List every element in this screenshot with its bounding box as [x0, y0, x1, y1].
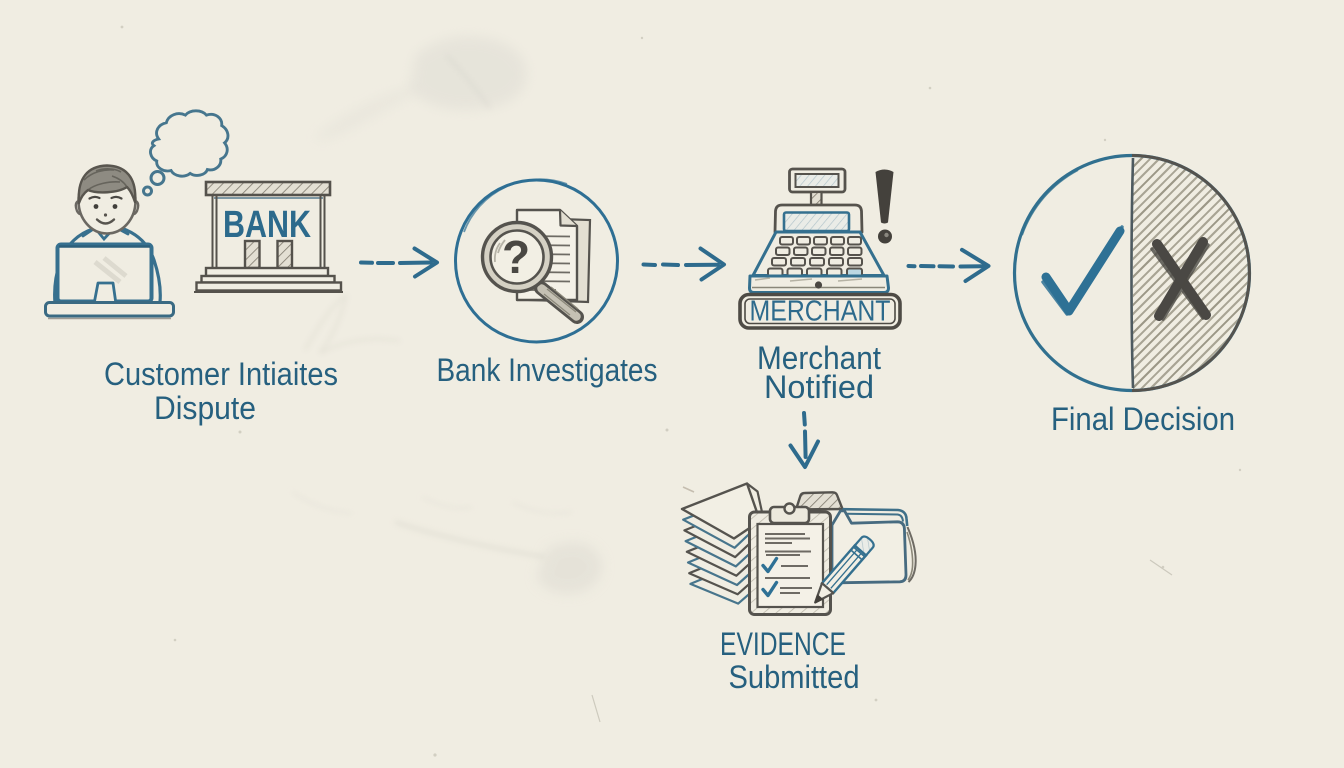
svg-text:Notified: Notified — [764, 369, 874, 405]
svg-text:MERCHANT: MERCHANT — [750, 296, 891, 328]
svg-text:Submitted: Submitted — [729, 659, 860, 695]
svg-text:Final Decision: Final Decision — [1051, 401, 1235, 437]
svg-text:Customer Intiaites: Customer Intiaites — [104, 356, 338, 392]
svg-text:Merchant: Merchant — [757, 340, 881, 376]
svg-text:EVIDENCE: EVIDENCE — [720, 626, 846, 662]
svg-text:BANK: BANK — [223, 204, 311, 246]
svg-text:Bank Investigates: Bank Investigates — [437, 352, 658, 388]
svg-text:?: ? — [502, 231, 530, 283]
svg-text:Dispute: Dispute — [154, 390, 256, 426]
